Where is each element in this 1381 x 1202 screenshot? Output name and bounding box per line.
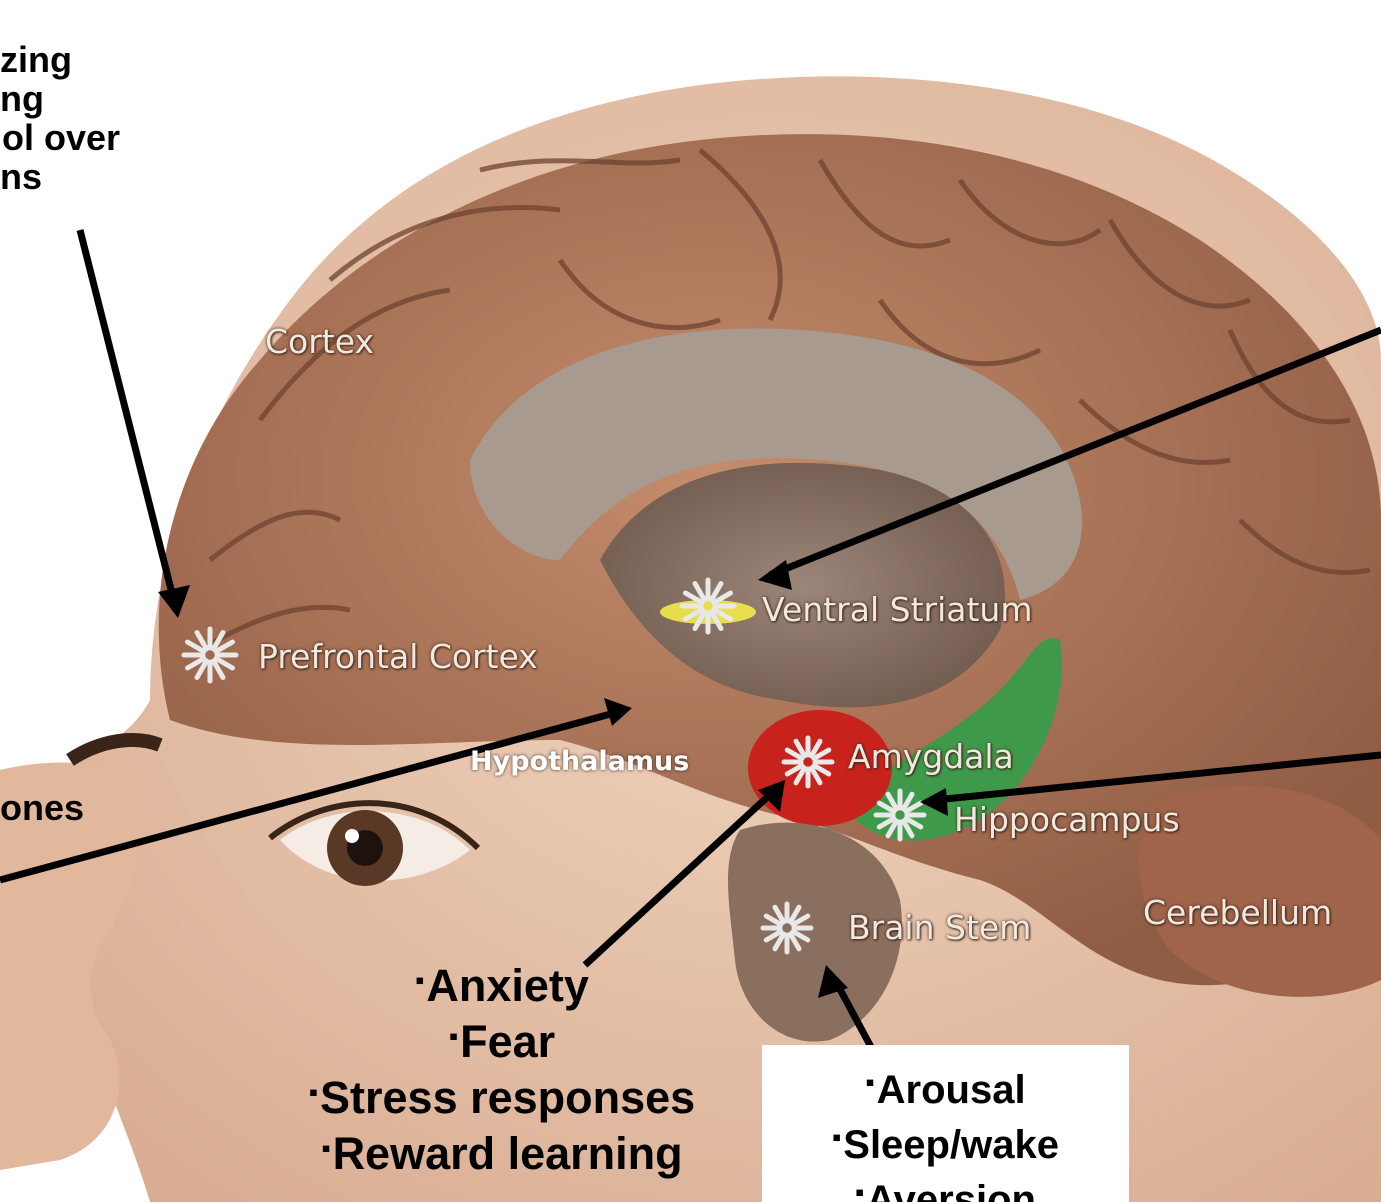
brainstem-functions-box: Arousal Sleep/wake Aversion [762,1045,1129,1202]
label-cerebellum: Cerebellum [1143,893,1332,932]
prefrontal-functions: zing ng ol over ns [0,40,120,196]
hypothalamus-function: ones [0,788,84,827]
label-hypothalamus: Hypothalamus [470,746,689,777]
amygdala-function-1: Anxiety [262,955,742,1011]
brainstem-function-1: Arousal [762,1059,1129,1114]
label-amygdala: Amygdala [848,737,1014,776]
label-cortex: Cortex [265,322,374,361]
brainstem-function-3: Aversion [762,1169,1129,1202]
amygdala-function-4: Reward learning [262,1123,742,1179]
label-prefrontal-cortex: Prefrontal Cortex [258,637,538,676]
label-ventral-striatum: Ventral Striatum [762,590,1032,629]
prefrontal-function-1: zing [0,40,120,79]
label-hippocampus: Hippocampus [954,800,1180,839]
amygdala-function-3: Stress responses [262,1067,742,1123]
prefrontal-function-4: ns [0,157,120,196]
arrow-prefrontal [80,230,175,605]
prefrontal-function-2: ng [0,79,120,118]
brainstem-function-2: Sleep/wake [762,1114,1129,1169]
prefrontal-function-3: ol over [2,118,120,157]
amygdala-function-2: Fear [262,1011,742,1067]
amygdala-functions: Anxiety Fear Stress responses Reward lea… [262,955,742,1179]
label-brain-stem: Brain Stem [848,908,1031,947]
brainstem-functions: Arousal Sleep/wake Aversion [762,1059,1129,1202]
